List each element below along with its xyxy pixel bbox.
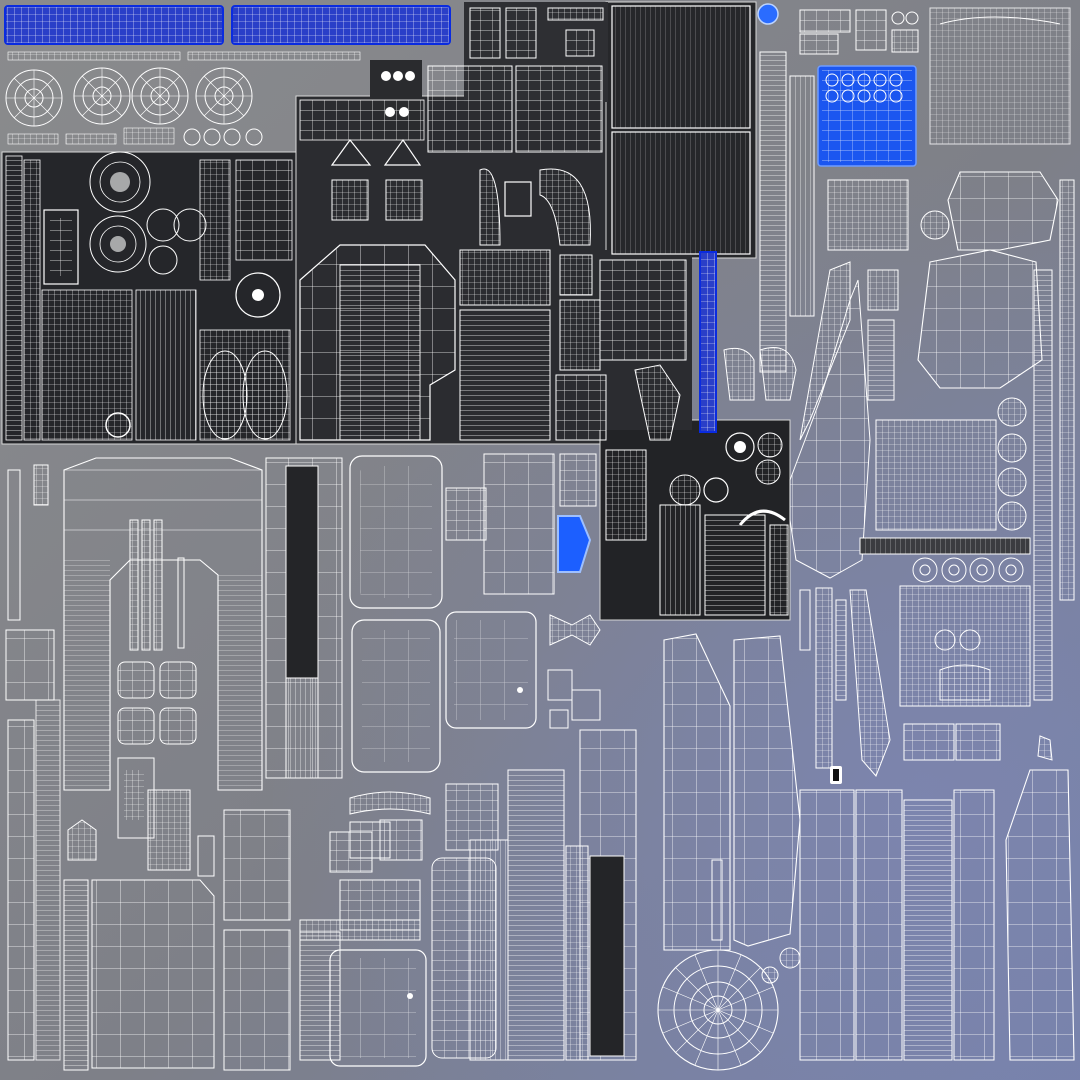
uv-island-cluster-left-dark (5, 151, 293, 441)
wheel-hub-row (5, 51, 361, 146)
uv-island-cluster-right-lower (657, 633, 1075, 1071)
uv-island-cluster-mid-dark (605, 364, 789, 616)
rotor-disc (657, 949, 779, 1071)
uv-island-cluster-right-top (723, 7, 1075, 701)
uv-island-cluster-lower-left (5, 457, 291, 1071)
wheel-hub (5, 69, 63, 127)
wheel-hub (195, 67, 253, 125)
selected-islands (4, 3, 917, 573)
uv-island-cluster-center-dark (299, 65, 687, 441)
uv-island-panels-top (381, 5, 751, 255)
uv-island-cluster-lower-mid (265, 453, 637, 1067)
wheel-hub (131, 67, 189, 125)
uv-island-cluster-right-mid (799, 557, 1053, 784)
wheel-hub (73, 67, 131, 125)
uv-island-highlight-details (825, 73, 903, 103)
